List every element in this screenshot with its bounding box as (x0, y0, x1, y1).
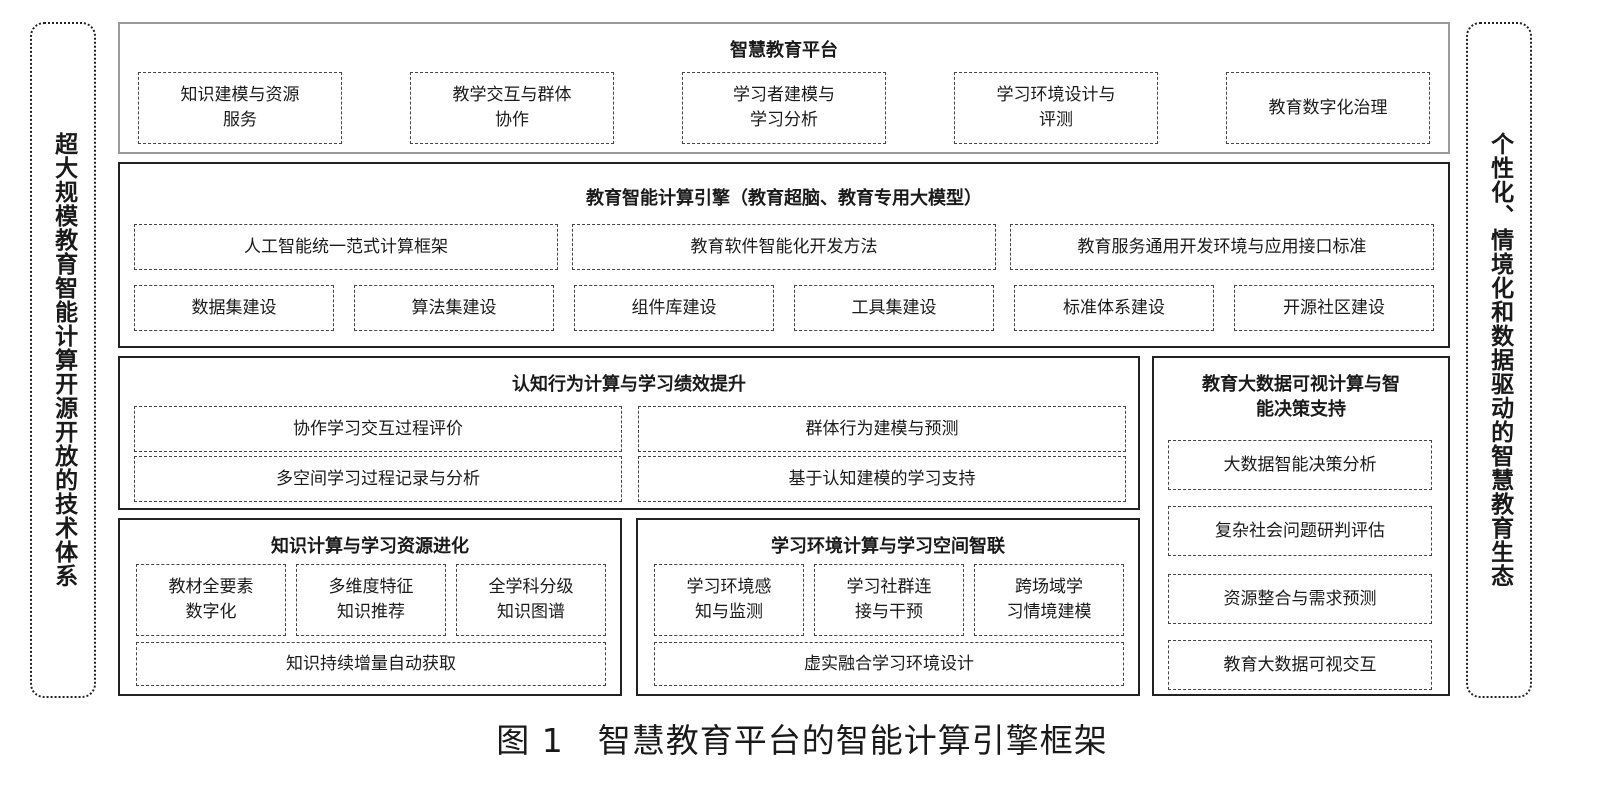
environment-item: 跨场域学 习情境建模 (974, 564, 1124, 636)
cognitive-box: 认知行为计算与学习绩效提升 (118, 356, 1140, 510)
environment-box: 学习环境计算与学习空间智联 (636, 518, 1140, 696)
engine-item: 人工智能统一范式计算框架 (134, 224, 558, 270)
platform-item: 知识建模与资源 服务 (138, 72, 342, 144)
platform-item: 教育数字化治理 (1226, 72, 1430, 144)
knowledge-bottom-item: 知识持续增量自动获取 (136, 642, 606, 686)
cognitive-item: 群体行为建模与预测 (638, 406, 1126, 452)
knowledge-box: 知识计算与学习资源进化 (118, 518, 622, 696)
platform-item: 教学交互与群体 协作 (410, 72, 614, 144)
environment-bottom-item: 虚实融合学习环境设计 (654, 642, 1124, 686)
engine-item: 教育服务通用开发环境与应用接口标准 (1010, 224, 1434, 270)
engine-item: 算法集建设 (354, 285, 554, 331)
cognitive-title: 认知行为计算与学习绩效提升 (512, 374, 746, 395)
environment-item: 学习社群连 接与干预 (814, 564, 964, 636)
knowledge-item: 教材全要素 数字化 (136, 564, 286, 636)
knowledge-item: 全学科分级 知识图谱 (456, 564, 606, 636)
bigdata-item: 复杂社会问题研判评估 (1168, 506, 1432, 556)
bigdata-item: 教育大数据可视交互 (1168, 640, 1432, 690)
environment-item: 学习环境感 知与监测 (654, 564, 804, 636)
engine-item: 工具集建设 (794, 285, 994, 331)
engine-item: 组件库建设 (574, 285, 774, 331)
left-sidebar: 超大规模教育智能计算开源开放的技术体系 (30, 22, 96, 698)
platform-item: 学习环境设计与 评测 (954, 72, 1158, 144)
bigdata-item: 资源整合与需求预测 (1168, 574, 1432, 624)
environment-title: 学习环境计算与学习空间智联 (771, 536, 1005, 557)
cognitive-item: 多空间学习过程记录与分析 (134, 456, 622, 502)
bigdata-box: 教育大数据可视计算与智 能决策支持 (1152, 356, 1450, 696)
bigdata-item: 大数据智能决策分析 (1168, 440, 1432, 490)
knowledge-title: 知识计算与学习资源进化 (271, 536, 469, 557)
platform-box: 智慧教育平台 (118, 22, 1450, 154)
platform-item: 学习者建模与 学习分析 (682, 72, 886, 144)
engine-item: 教育软件智能化开发方法 (572, 224, 996, 270)
platform-title: 智慧教育平台 (730, 40, 838, 61)
figure-caption: 图 1 智慧教育平台的智能计算引擎框架 (496, 721, 1108, 760)
left-sidebar-text: 超大规模教育智能计算开源开放的技术体系 (50, 132, 77, 588)
bigdata-title: 教育大数据可视计算与智 能决策支持 (1202, 374, 1400, 421)
cognitive-item: 协作学习交互过程评价 (134, 406, 622, 452)
right-sidebar: 个性化、情境化和数据驱动的智慧教育生态 (1466, 22, 1532, 698)
engine-item: 开源社区建设 (1234, 285, 1434, 331)
right-sidebar-text: 个性化、情境化和数据驱动的智慧教育生态 (1486, 132, 1513, 588)
engine-title: 教育智能计算引擎（教育超脑、教育专用大模型） (586, 188, 982, 209)
knowledge-item: 多维度特征 知识推荐 (296, 564, 446, 636)
engine-item: 数据集建设 (134, 285, 334, 331)
engine-item: 标准体系建设 (1014, 285, 1214, 331)
engine-box: 教育智能计算引擎（教育超脑、教育专用大模型） (118, 162, 1450, 348)
cognitive-item: 基于认知建模的学习支持 (638, 456, 1126, 502)
